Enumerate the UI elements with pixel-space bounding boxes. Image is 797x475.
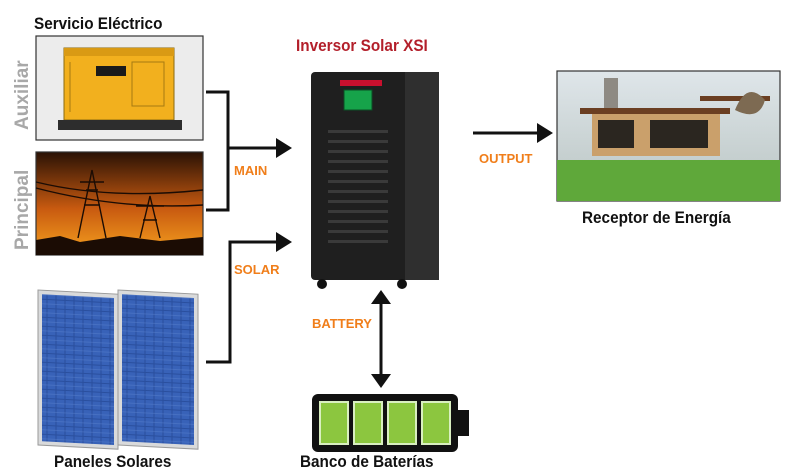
power-lines-image [35, 151, 204, 256]
battery-cell [353, 401, 383, 445]
inversor-title: Inversor Solar XSI [296, 36, 428, 55]
servicio-electrico-title: Servicio Eléctrico [34, 14, 163, 33]
battery-flow-label: BATTERY [312, 316, 372, 331]
paneles-title: Paneles Solares [54, 452, 172, 471]
battery-cell [387, 401, 417, 445]
main-flow-label: MAIN [234, 163, 268, 178]
generator-image [35, 35, 204, 141]
output-flow-label: OUTPUT [479, 151, 533, 166]
battery-cell [421, 401, 451, 445]
house-image [556, 70, 781, 202]
banco-title: Banco de Baterías [300, 452, 434, 471]
connector-lines [206, 90, 537, 376]
arrow-heads [276, 123, 553, 388]
receptor-title: Receptor de Energía [582, 208, 731, 227]
battery-bank-icon [312, 394, 469, 452]
solar-panels-image [37, 289, 199, 450]
solar-flow-label: SOLAR [234, 262, 280, 277]
battery-cells [319, 401, 451, 445]
battery-cell [319, 401, 349, 445]
inverter-cabinet [311, 72, 439, 289]
